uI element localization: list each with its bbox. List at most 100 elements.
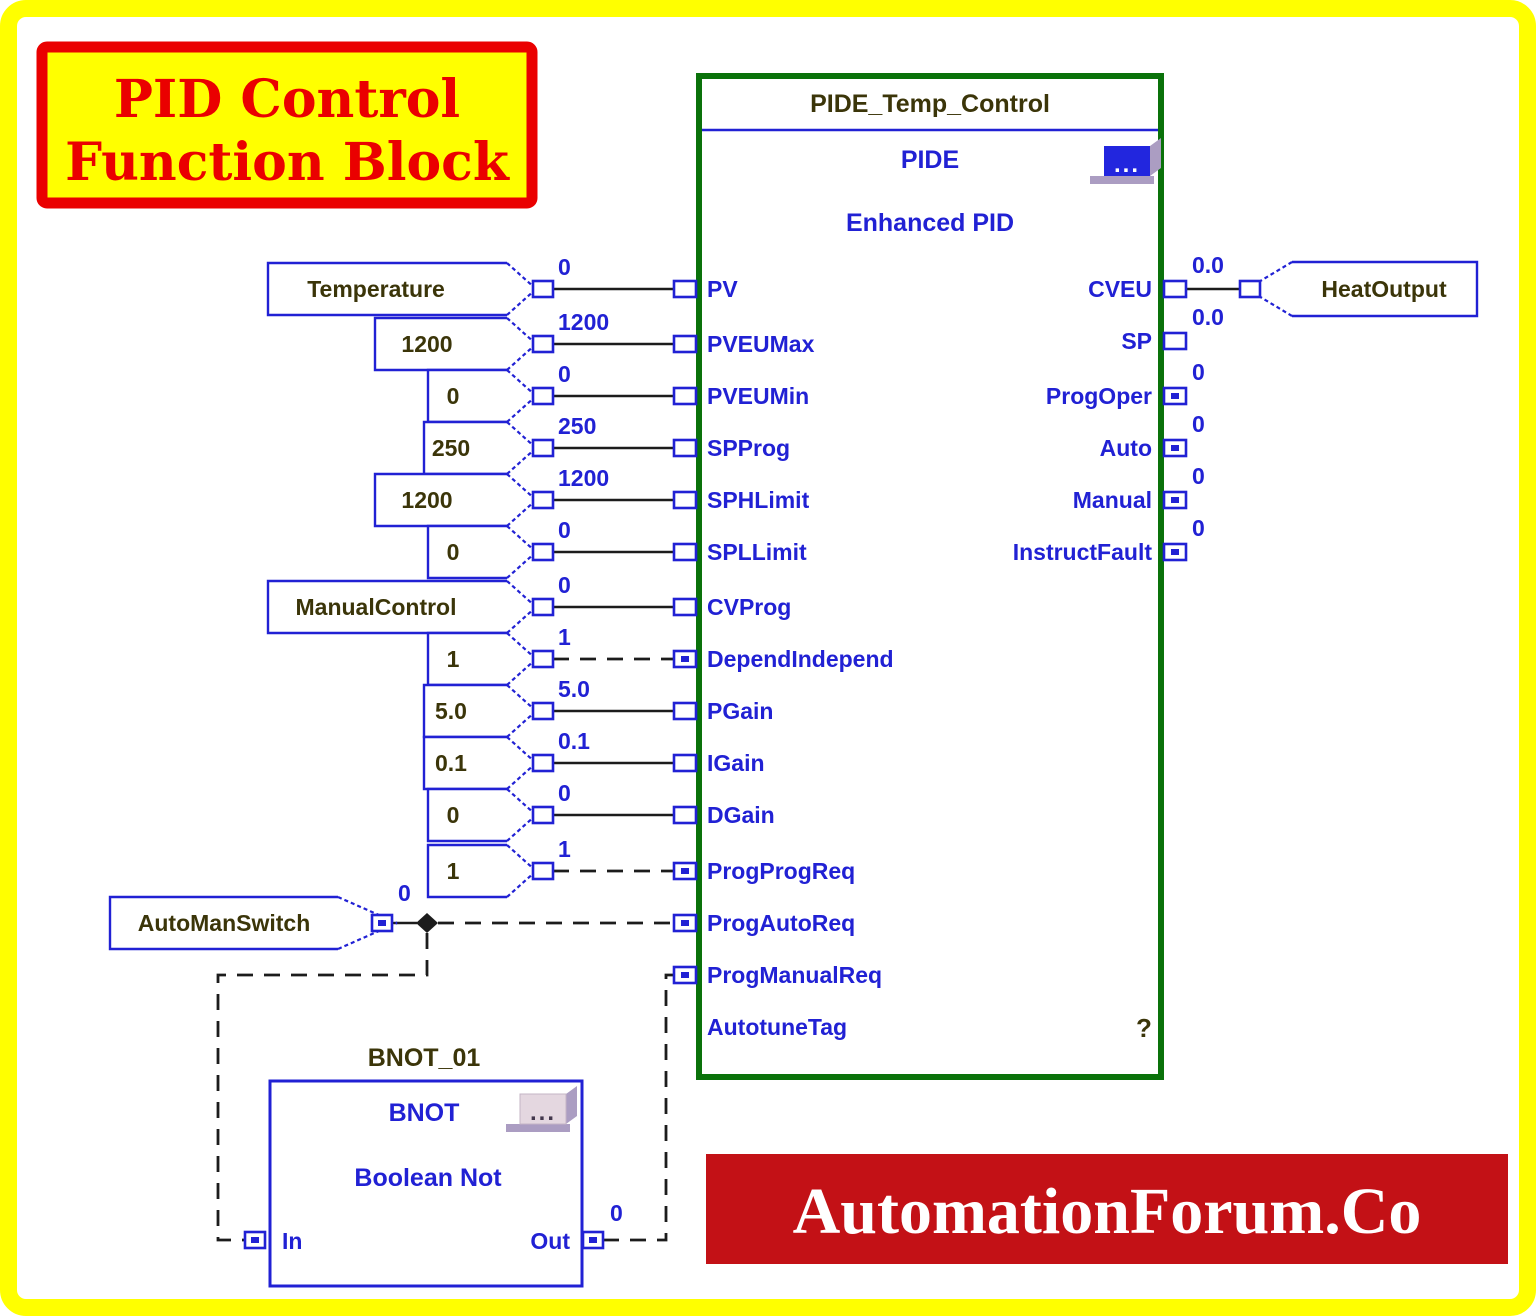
tag-pins xyxy=(370,279,1262,933)
input-label-progmanualreq: ProgManualReq xyxy=(707,962,882,988)
pin-auto-dot xyxy=(1171,445,1179,451)
pin-pv[interactable] xyxy=(672,279,698,299)
ellipsis-icon: ... xyxy=(530,1099,556,1126)
tag-heatoutput[interactable] xyxy=(1292,260,1479,318)
tag-manualcontrol[interactable] xyxy=(266,579,507,635)
tag-sphlimit-taper xyxy=(506,473,537,527)
tag-progprogreq-literal[interactable] xyxy=(426,843,507,899)
pin-pveumin[interactable] xyxy=(672,386,698,406)
wire-value-dgain: 0 xyxy=(558,780,571,806)
ellipsis-icon: ... xyxy=(1114,151,1140,178)
pide-properties-button-shadow xyxy=(1090,176,1154,184)
tag-label-pveumin: 0 xyxy=(447,383,460,409)
tag-pin-sphlimit[interactable] xyxy=(531,490,555,510)
tag-pin-heatoutput[interactable] xyxy=(1238,279,1262,299)
tag-pin-spllimit[interactable] xyxy=(531,542,555,562)
wire-bnot-out-to-progmanualreq[interactable] xyxy=(603,973,674,1242)
tag-dependindepend-taper xyxy=(506,632,537,686)
wire-automanswitch-to-bnot-in[interactable] xyxy=(216,933,429,1242)
output-label-sp: SP xyxy=(1121,328,1152,354)
tag-pin-dgain[interactable] xyxy=(531,805,555,825)
tag-label-spprog: 250 xyxy=(432,435,470,461)
wire-junction-node[interactable] xyxy=(416,913,438,933)
bnot-pin-out-dot xyxy=(589,1237,597,1243)
pide-function-block xyxy=(696,73,1164,1080)
bnot-instance-title: BNOT_01 xyxy=(368,1044,481,1072)
pin-igain[interactable] xyxy=(672,753,698,773)
pin-sphlimit[interactable] xyxy=(672,490,698,510)
pin-pveumax[interactable] xyxy=(672,334,698,354)
pide-type-label: PIDE xyxy=(901,146,959,174)
tag-pin-spprog[interactable] xyxy=(531,438,555,458)
bnot-properties-button[interactable]: ... xyxy=(506,1086,577,1132)
pin-dgain[interactable] xyxy=(672,805,698,825)
pide-properties-button-face[interactable] xyxy=(1104,146,1150,176)
pide-properties-button[interactable]: ... xyxy=(1090,138,1161,184)
pin-sp[interactable] xyxy=(1162,331,1188,351)
tag-pin-pveumax[interactable] xyxy=(531,334,555,354)
pin-instructfault-dot xyxy=(1171,549,1179,555)
annotation-title-line1: PID Control xyxy=(114,69,460,130)
autotunetag-placeholder: ? xyxy=(1136,1013,1152,1043)
wires xyxy=(216,287,1243,1242)
wire-value-igain: 0.1 xyxy=(558,728,590,754)
pin-cvprog[interactable] xyxy=(672,597,698,617)
tag-pin-igain[interactable] xyxy=(531,753,555,773)
wire-value-automanswitch: 0 xyxy=(398,880,411,906)
tag-dependindepend-literal[interactable] xyxy=(426,631,507,687)
tag-automanswitch[interactable] xyxy=(108,895,338,951)
bnot-subtitle: Boolean Not xyxy=(354,1164,502,1192)
tag-pveumax-taper xyxy=(506,317,537,371)
tag-pin-dependindepend[interactable] xyxy=(531,649,555,669)
tag-spllimit-literal[interactable] xyxy=(426,524,507,580)
tag-label-pveumax: 1200 xyxy=(401,331,452,357)
tag-temperature[interactable] xyxy=(266,261,507,317)
wire-value-cvprog: 0 xyxy=(558,572,571,598)
tag-pin-pgain[interactable] xyxy=(531,701,555,721)
output-label-manual: Manual xyxy=(1073,487,1152,513)
tag-pin-manualcontrol[interactable] xyxy=(531,597,555,617)
bnot-properties-button-bevel xyxy=(566,1086,577,1124)
pide-block-body[interactable] xyxy=(696,73,1164,1080)
tag-label-progprogreq: 1 xyxy=(447,858,460,884)
tag-progprogreq-taper xyxy=(506,844,537,898)
input-tag-labels: Temperature 1200 0 250 1200 0 ManualCont… xyxy=(138,276,1447,936)
output-value-sp: 0.0 xyxy=(1192,304,1224,330)
output-value-cveu: 0.0 xyxy=(1192,252,1224,278)
pin-progoper-dot xyxy=(1171,393,1179,399)
brand-banner-text: AutomationForum.Co xyxy=(793,1175,1422,1248)
tag-label-sphlimit: 1200 xyxy=(401,487,452,513)
tag-spprog-taper xyxy=(506,421,537,475)
pin-cveu[interactable] xyxy=(1162,279,1188,299)
tag-pin-pveumin[interactable] xyxy=(531,386,555,406)
pide-instance-title: PIDE_Temp_Control xyxy=(810,90,1050,118)
output-label-auto: Auto xyxy=(1100,435,1152,461)
wire-value-pgain: 5.0 xyxy=(558,676,590,702)
tag-pin-temperature[interactable] xyxy=(531,279,555,299)
input-label-progprogreq: ProgProgReq xyxy=(707,858,855,884)
input-label-progautoreq: ProgAutoReq xyxy=(707,910,855,936)
pin-spllimit[interactable] xyxy=(672,542,698,562)
annotation-title-line2: Function Block xyxy=(65,132,510,193)
pin-progautoreq-dot xyxy=(681,920,689,926)
tag-temperature-taper xyxy=(506,262,537,316)
tag-pin-progprogreq[interactable] xyxy=(531,861,555,881)
tag-label-automanswitch: AutoManSwitch xyxy=(138,910,311,936)
input-label-pv: PV xyxy=(707,276,738,302)
pin-pgain[interactable] xyxy=(672,701,698,721)
pin-dependindepend-dot xyxy=(681,656,689,662)
wire-value-pveumax: 1200 xyxy=(558,309,609,335)
input-label-sphlimit: SPHLimit xyxy=(707,487,810,513)
tag-label-pgain: 5.0 xyxy=(435,698,467,724)
pin-spprog[interactable] xyxy=(672,438,698,458)
pide-output-values: 0.0 0.0 0 0 0 0 xyxy=(1192,252,1224,541)
tag-dgain-literal[interactable] xyxy=(426,787,507,843)
pin-manual-dot xyxy=(1171,497,1179,503)
bnot-properties-button-face[interactable] xyxy=(519,1093,567,1125)
tag-dgain-taper xyxy=(506,788,537,842)
input-label-cvprog: CVProg xyxy=(707,594,791,620)
tag-pveumin-literal[interactable] xyxy=(426,368,507,424)
wire-value-pveumin: 0 xyxy=(558,361,571,387)
